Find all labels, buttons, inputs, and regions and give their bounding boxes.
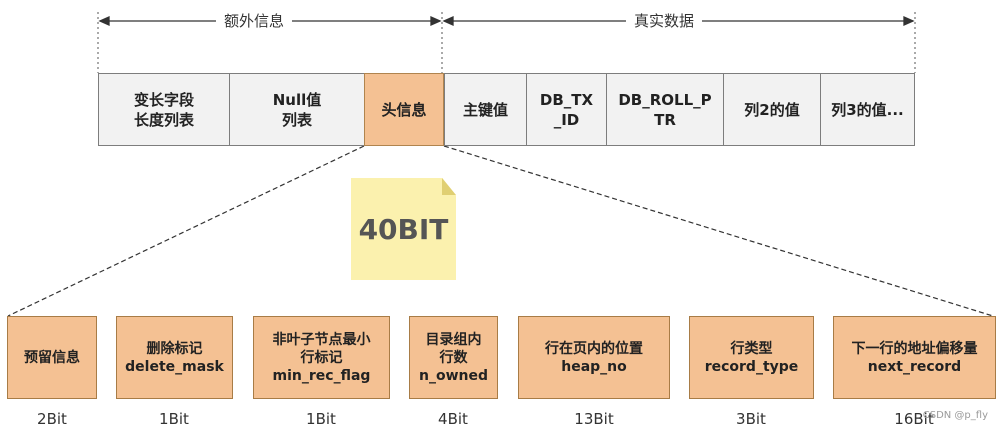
record-cell-header: 头信息	[364, 73, 444, 146]
real-data-label: 真实数据	[625, 11, 703, 31]
watermark: CSDN @p_fly	[922, 410, 988, 421]
extra-info-label: 额外信息	[215, 11, 293, 31]
field-bits-heap-no: 13Bit	[574, 410, 614, 428]
real-arrowhead-right	[903, 15, 915, 27]
field-bits-min-rec-flag: 1Bit	[306, 410, 336, 428]
zoom-line-right	[443, 145, 994, 317]
extra-arrowhead-left	[98, 15, 110, 27]
record-cell-db-roll-ptr: DB_ROLL_P TR	[606, 73, 724, 146]
extra-arrowhead-right	[430, 15, 442, 27]
field-heap-no: 行在页内的位置 heap_no	[518, 316, 670, 399]
field-reserved: 预留信息	[7, 316, 97, 399]
record-cell-null-list: Null值 列表	[229, 73, 365, 146]
record-cell-primary-key: 主键值	[444, 73, 527, 146]
field-bits-delete-mask: 1Bit	[159, 410, 189, 428]
record-cell-var-len: 变长字段 长度列表	[98, 73, 230, 146]
field-min-rec-flag: 非叶子节点最小 行标记 min_rec_flag	[253, 316, 390, 399]
field-delete-mask: 删除标记 delete_mask	[116, 316, 233, 399]
field-bits-reserved: 2Bit	[37, 410, 67, 428]
header-size-note: 40BIT	[351, 178, 456, 280]
header-size-label: 40BIT	[358, 212, 449, 246]
field-bits-record-type: 3Bit	[736, 410, 766, 428]
real-arrowhead-left	[442, 15, 454, 27]
record-cell-db-tx-id: DB_TX _ID	[526, 73, 607, 146]
field-bits-next-record: 16Bit	[894, 410, 934, 428]
field-next-record: 下一行的地址偏移量 next_record	[833, 316, 996, 399]
field-record-type: 行类型 record_type	[689, 316, 814, 399]
record-cell-col3: 列3的值...	[820, 73, 915, 146]
zoom-line-left	[7, 145, 365, 317]
record-cell-col2: 列2的值	[723, 73, 821, 146]
field-n-owned: 目录组内 行数 n_owned	[409, 316, 498, 399]
field-bits-n-owned: 4Bit	[438, 410, 468, 428]
